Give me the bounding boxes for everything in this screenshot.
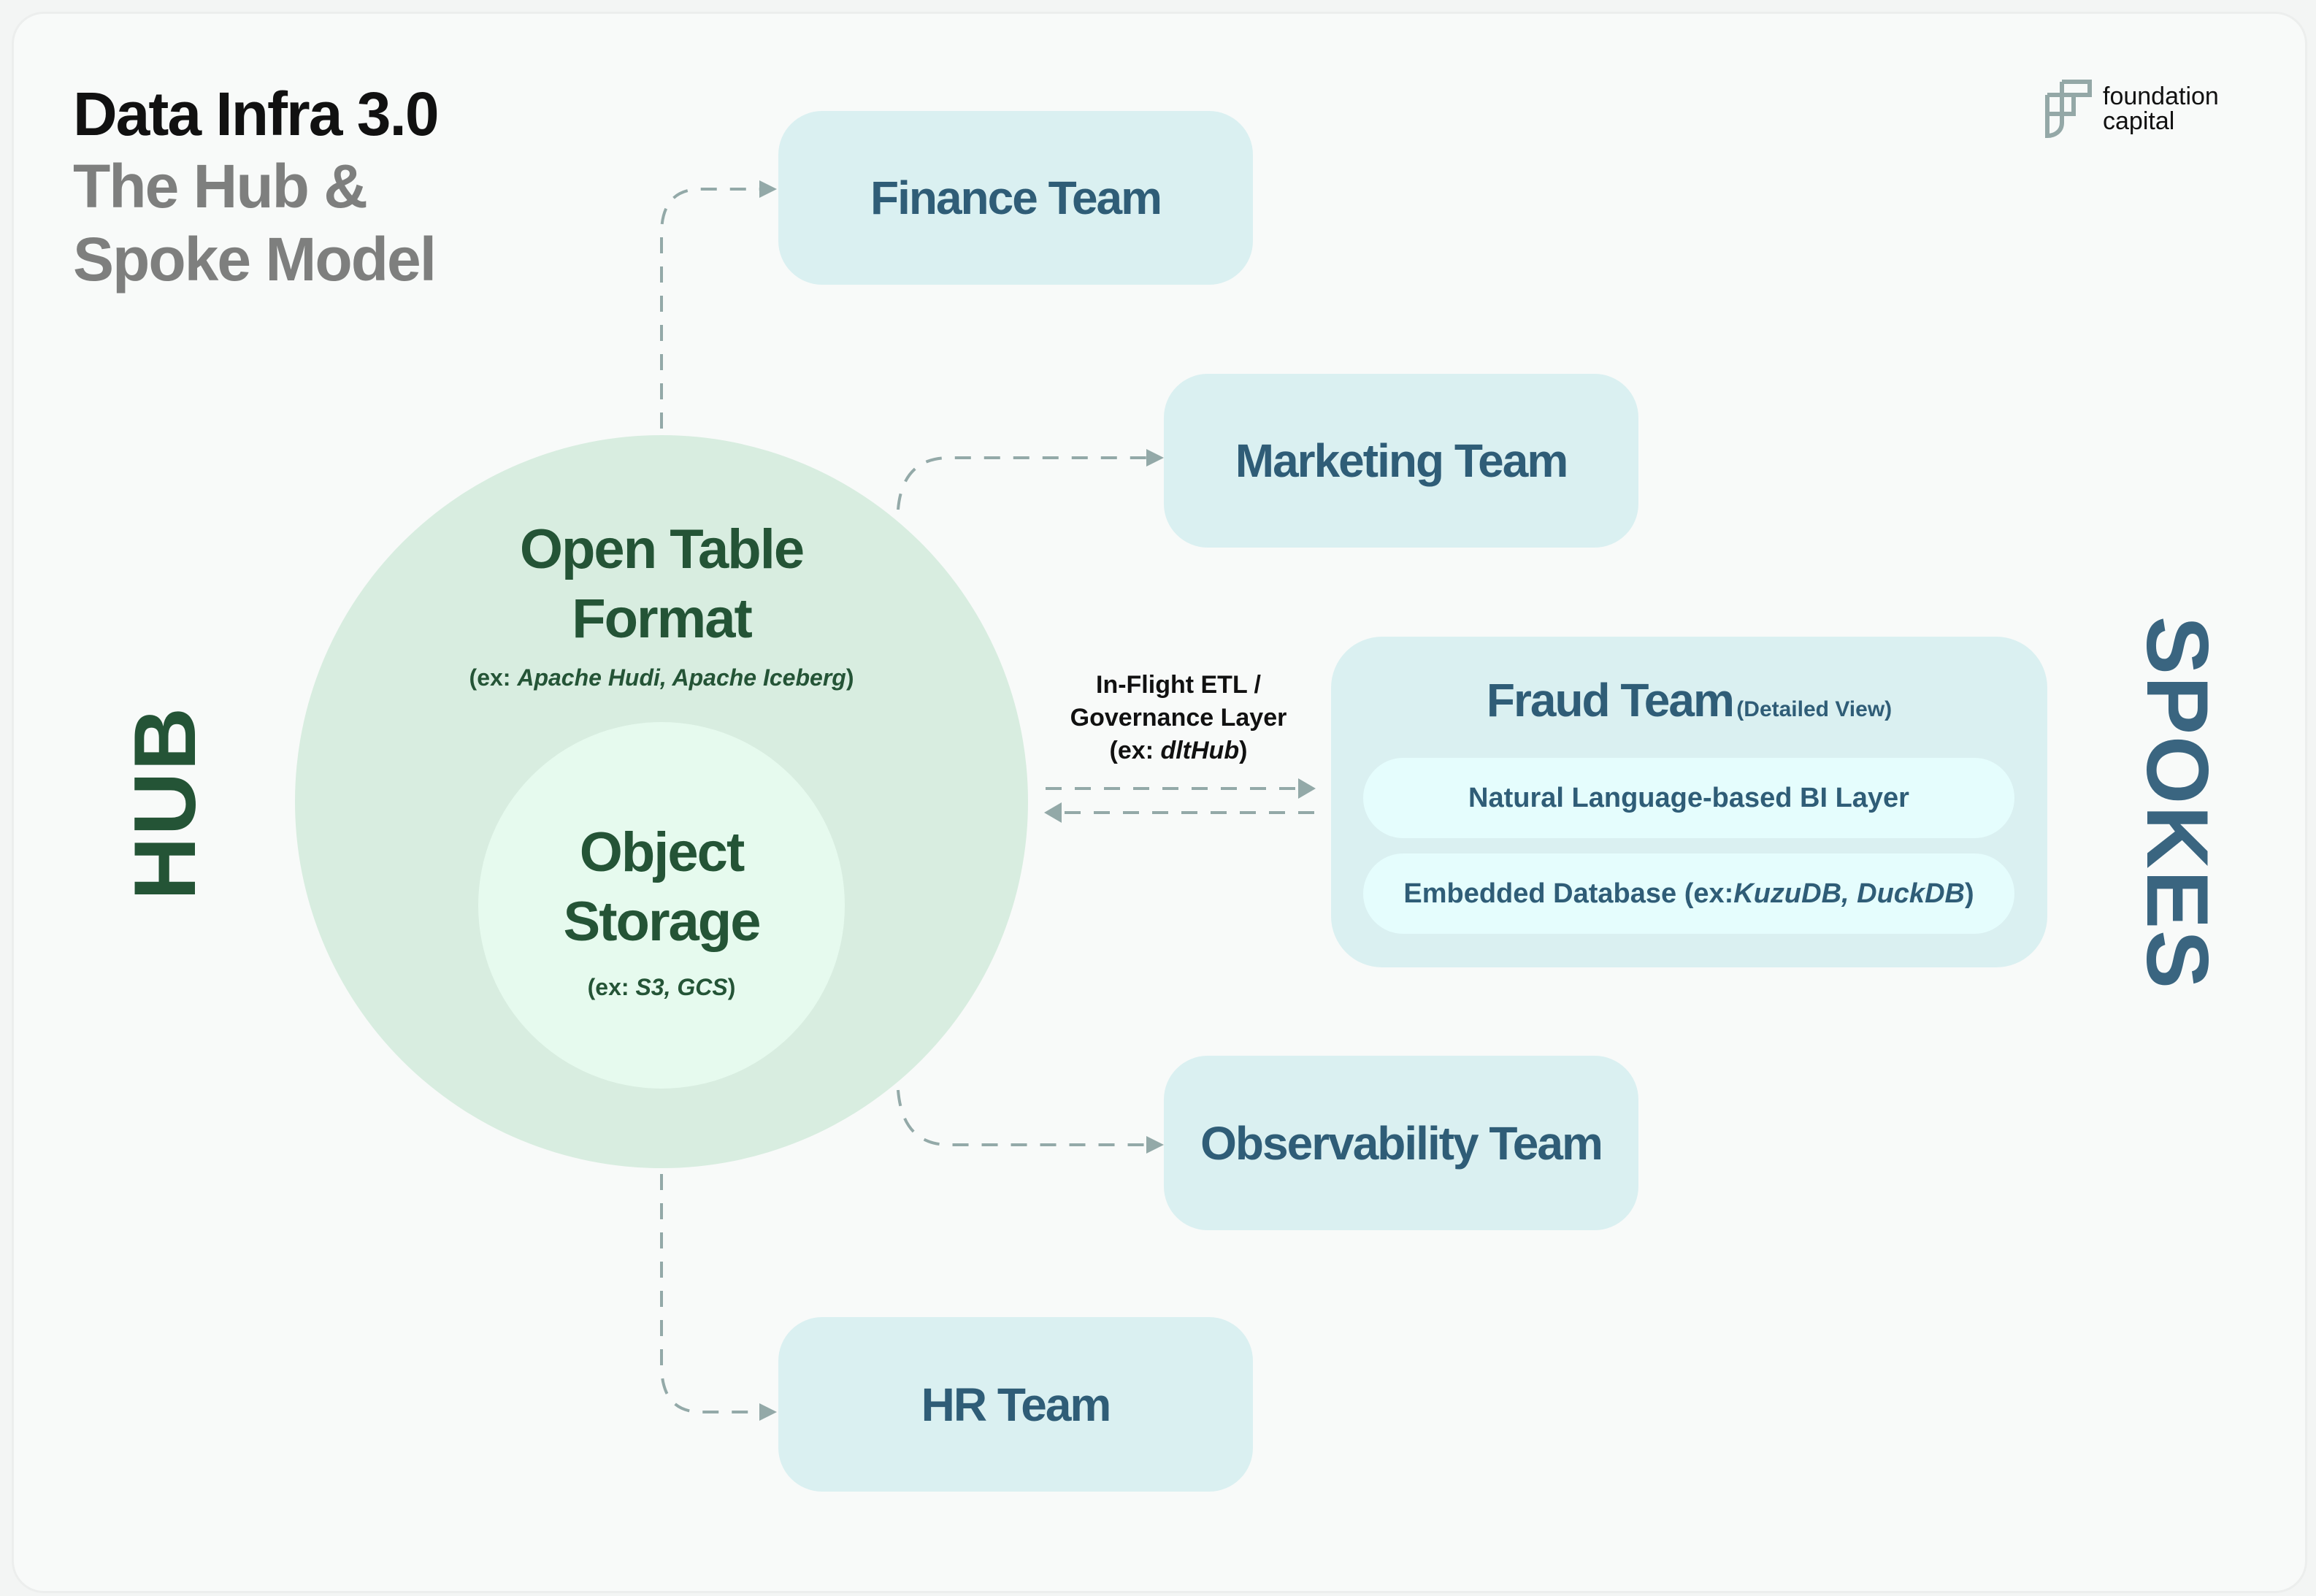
arrowhead — [1146, 449, 1164, 467]
arrowhead — [759, 180, 777, 198]
fraud-team-title: Fraud Team (Detailed View) — [1331, 673, 2047, 727]
marketing-team-box: Marketing Team — [1164, 374, 1638, 548]
subtitle-line: The Hub & — [73, 152, 368, 220]
observability-team-box: Observability Team — [1164, 1056, 1638, 1230]
object-storage-title: Object Storage — [479, 818, 844, 956]
spokes-label: SPOKES — [2128, 615, 2226, 991]
page-title: Data Infra 3.0 — [73, 80, 440, 148]
detail-note: (Detailed View) — [1736, 697, 1893, 721]
title-line: Object — [579, 821, 745, 883]
team-label: Finance Team — [870, 172, 1162, 224]
etl-line: In-Flight ETL / — [1096, 671, 1261, 699]
etl-line: Governance Layer — [1070, 704, 1287, 732]
page-subtitle: The Hub & Spoke Model — [73, 150, 437, 296]
subtitle-line: Spoke Model — [73, 225, 437, 294]
foundation-capital-f-logo-icon — [2045, 80, 2092, 139]
logo-text: foundation — [2103, 83, 2219, 110]
connector-observability — [897, 1089, 1155, 1146]
hub-label: HUB — [116, 706, 214, 900]
team-label: Fraud Team — [1486, 674, 1735, 726]
connector-finance — [660, 186, 770, 429]
open-table-format-examples: (ex: Apache Hudi, Apache Iceberg) — [469, 664, 854, 691]
logo-text: capital — [2103, 107, 2175, 135]
arrowhead — [1044, 802, 1062, 823]
fraud-team-box: Fraud Team (Detailed View) Natural Langu… — [1331, 637, 2047, 967]
connector-marketing — [897, 456, 1155, 510]
etl-label: In-Flight ETL / Governance Layer (ex: dl… — [1032, 669, 1324, 767]
title-line: Storage — [563, 891, 762, 953]
hr-team-box: HR Team — [778, 1317, 1253, 1492]
embedded-database-layer: Embedded Database (ex: KuzuDB, DuckDB) — [1363, 853, 2014, 934]
title-line: Format — [572, 588, 753, 650]
team-label: HR Team — [921, 1378, 1112, 1431]
etl-line: (ex: dltHub) — [1109, 737, 1248, 764]
arrowhead — [759, 1403, 777, 1421]
title-line: Open Table — [519, 518, 805, 580]
team-label: Marketing Team — [1235, 434, 1568, 487]
connector-hr — [660, 1174, 768, 1413]
open-table-format-title: Open Table Format — [442, 515, 881, 653]
foundation-capital-logo: foundation capital — [2044, 79, 2219, 139]
arrowhead — [1146, 1136, 1164, 1154]
arrowhead — [1298, 778, 1316, 799]
team-label: Observability Team — [1200, 1116, 1603, 1170]
object-storage-circle — [478, 722, 845, 1089]
finance-team-box: Finance Team — [778, 111, 1253, 285]
object-storage-examples: (ex: S3, GCS) — [587, 974, 736, 1000]
nl-bi-layer: Natural Language-based BI Layer — [1363, 758, 2014, 838]
